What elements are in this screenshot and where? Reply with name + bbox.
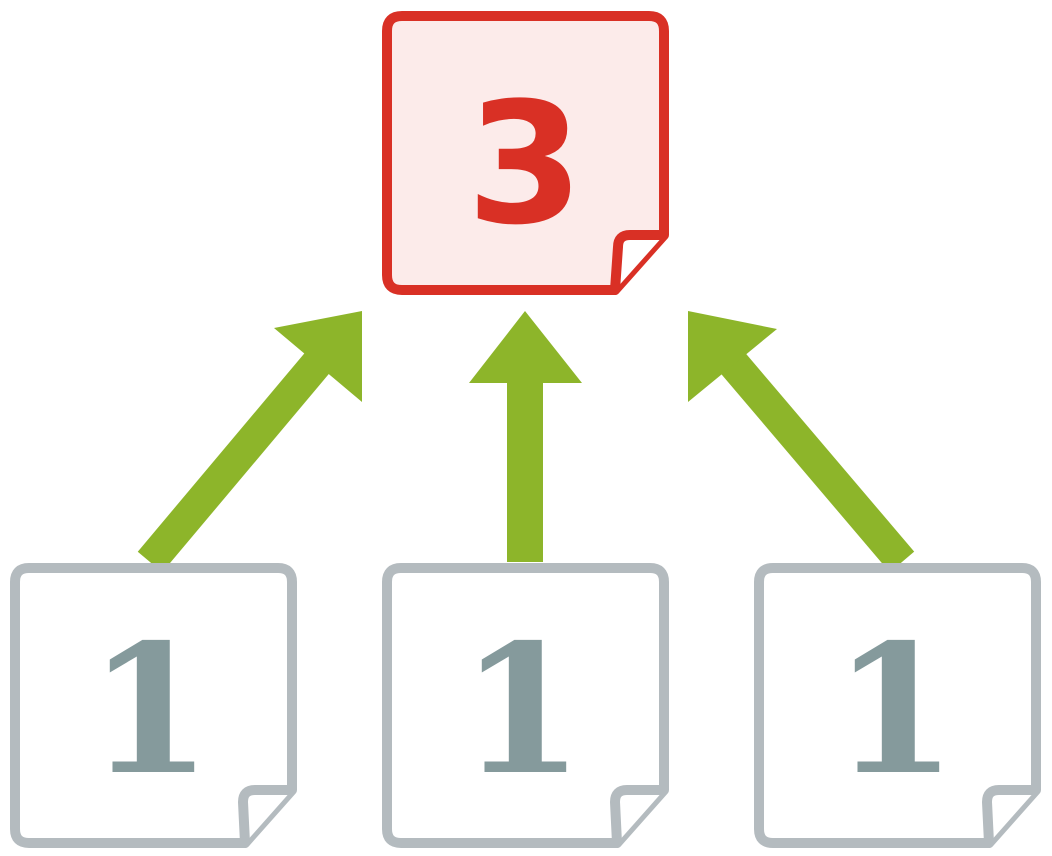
source-note-fold-icon bbox=[238, 785, 292, 844]
source-note-body bbox=[10, 563, 297, 848]
source-note-body bbox=[382, 563, 669, 848]
target-note-fold-icon bbox=[610, 230, 664, 291]
arrows bbox=[137, 311, 915, 573]
source-note-label: 1 bbox=[833, 605, 957, 814]
source-note-right: 1 bbox=[754, 563, 1041, 848]
source-note-left: 1 bbox=[10, 563, 297, 848]
target-note-body bbox=[382, 11, 669, 295]
source-note-fold-icon bbox=[982, 785, 1036, 844]
source-note-center: 1 bbox=[382, 563, 669, 848]
target-note-label: 3 bbox=[467, 66, 584, 262]
source-note-body bbox=[754, 563, 1041, 848]
arrow-right bbox=[688, 311, 915, 573]
source-note-label: 1 bbox=[88, 605, 212, 814]
target-note: 3 bbox=[382, 11, 669, 295]
arrow-center bbox=[469, 311, 582, 562]
source-note-label: 1 bbox=[460, 605, 584, 814]
source-note-fold-icon bbox=[610, 785, 664, 844]
arrow-left bbox=[137, 311, 362, 573]
